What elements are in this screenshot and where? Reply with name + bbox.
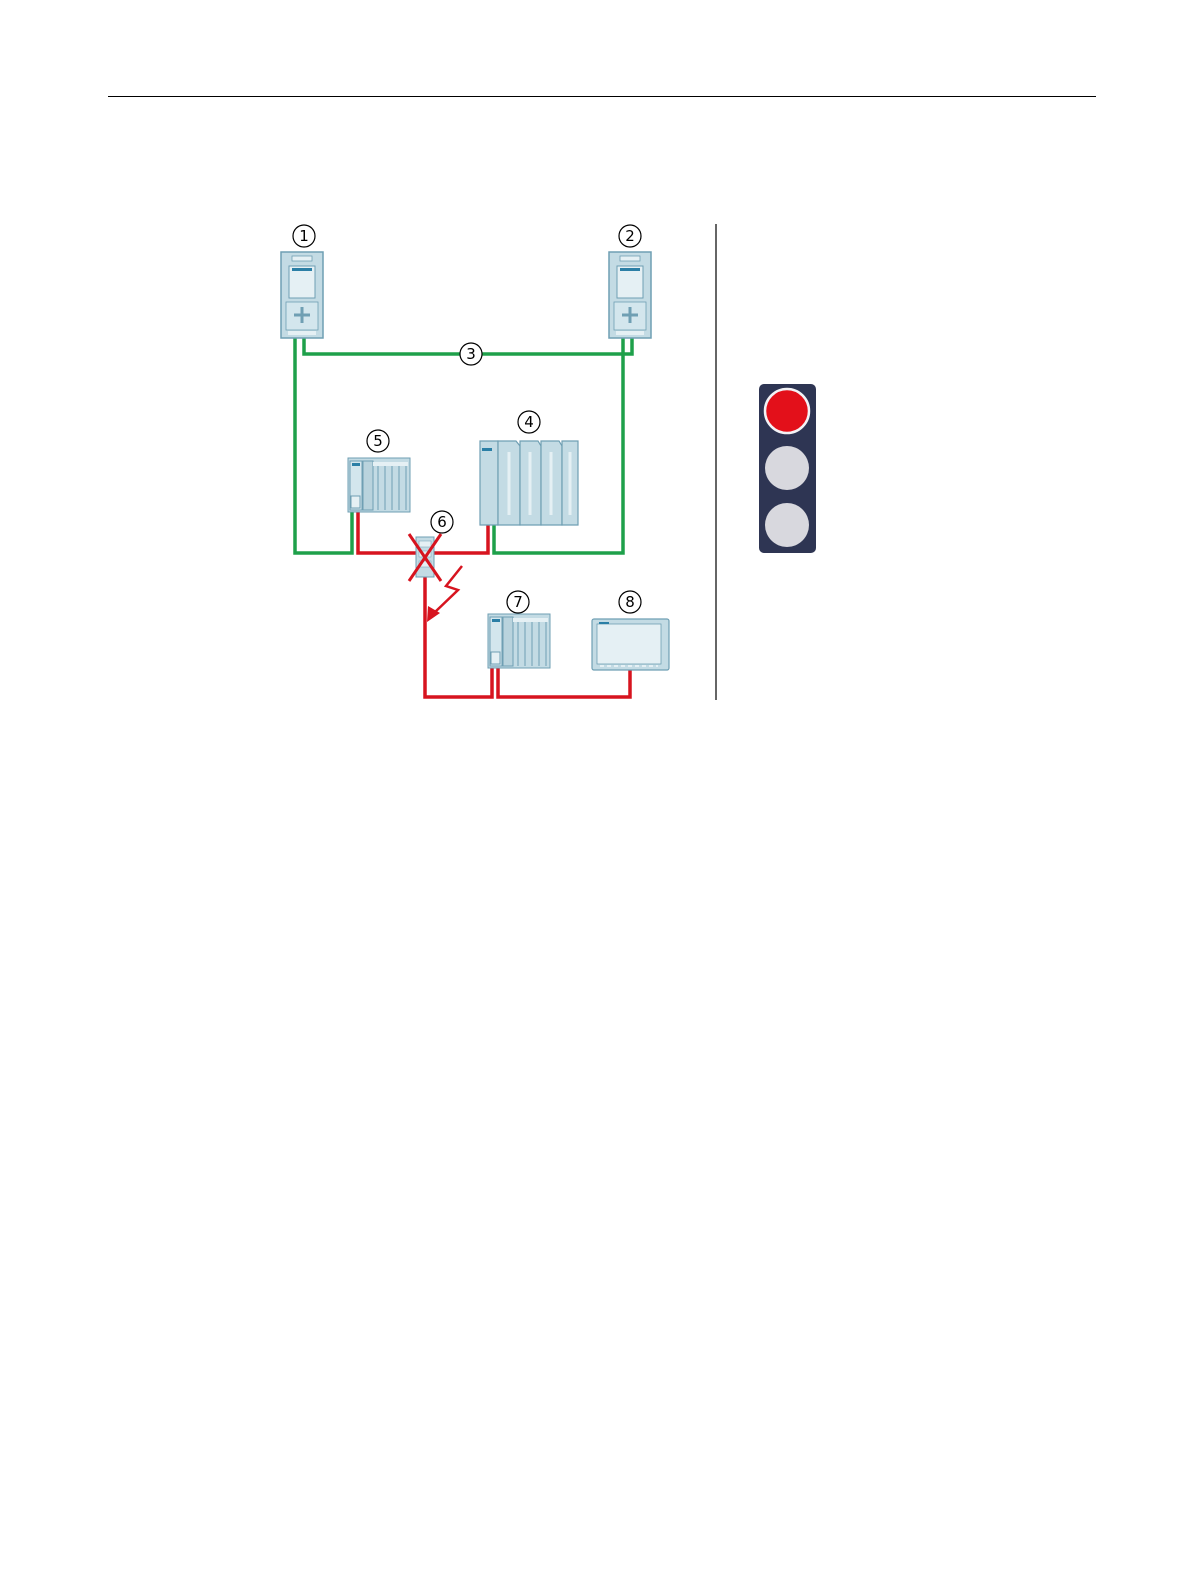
- cpu-backup: [609, 252, 651, 338]
- svg-text:4: 4: [524, 413, 534, 431]
- io-device-5: [348, 458, 410, 512]
- traffic-light-middle-lamp: [765, 446, 809, 490]
- callout-2: 2: [619, 225, 641, 247]
- ring-left-line: [295, 338, 352, 553]
- svg-text:3: 3: [466, 345, 476, 363]
- traffic-light-red-lamp: [765, 389, 809, 433]
- fault-line-lower: [425, 575, 492, 697]
- io-device-7: [488, 614, 550, 668]
- callout-7: 7: [507, 591, 529, 613]
- traffic-light: [759, 384, 816, 553]
- callout-1: 1: [293, 225, 315, 247]
- svg-text:6: 6: [437, 513, 447, 531]
- io-station: [480, 441, 578, 525]
- traffic-light-bottom-lamp: [765, 503, 809, 547]
- switch-failed: [409, 534, 441, 581]
- network-lines-ok: [295, 338, 632, 553]
- hmi-panel: [592, 619, 669, 670]
- callout-6: 6: [431, 511, 453, 533]
- callout-3: 3: [460, 343, 482, 365]
- svg-text:8: 8: [625, 593, 635, 611]
- svg-text:2: 2: [625, 227, 635, 245]
- callout-8: 8: [619, 591, 641, 613]
- callout-5: 5: [367, 430, 389, 452]
- callout-4: 4: [518, 411, 540, 433]
- fault-line-hmi: [498, 668, 630, 697]
- svg-text:7: 7: [513, 593, 523, 611]
- svg-text:5: 5: [373, 432, 383, 450]
- cpu-primary: [281, 252, 323, 338]
- svg-text:1: 1: [299, 227, 309, 245]
